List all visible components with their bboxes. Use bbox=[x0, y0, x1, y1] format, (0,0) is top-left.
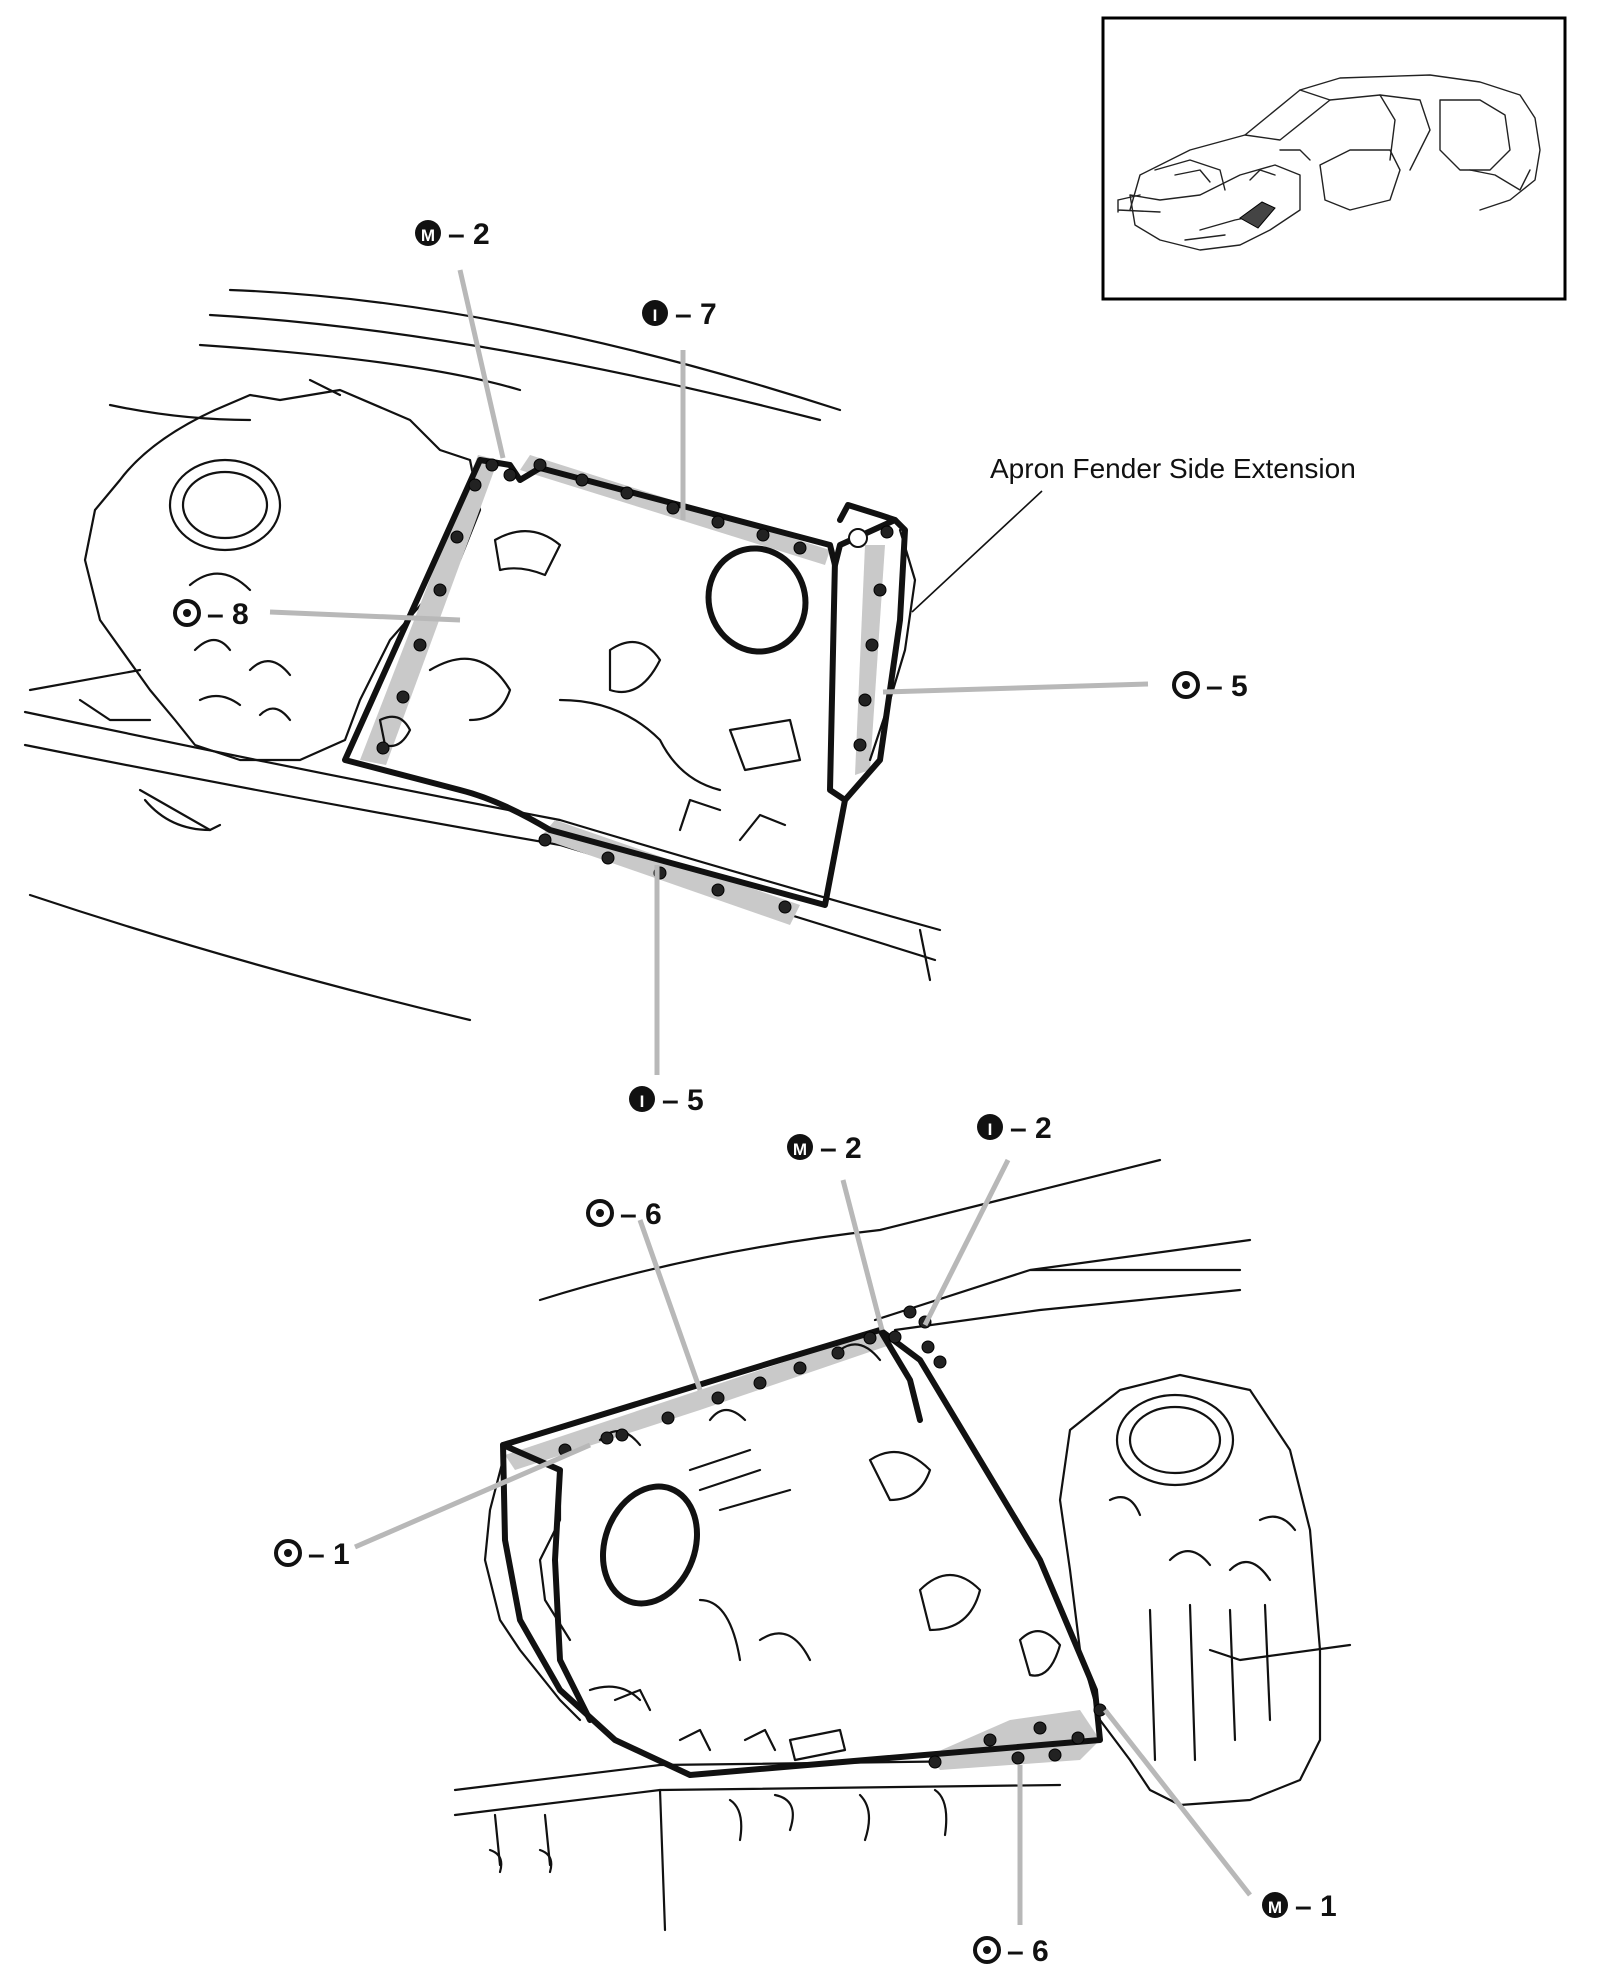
label-o8-top: – 8 bbox=[173, 598, 249, 631]
code-text: – 2 bbox=[820, 1132, 862, 1165]
overview-inset bbox=[1101, 16, 1567, 301]
label-o6-bottom-upper: – 6 bbox=[586, 1198, 662, 1231]
code-text: – 7 bbox=[675, 298, 717, 331]
code-text: – 6 bbox=[620, 1198, 662, 1231]
code-text: – 1 bbox=[308, 1538, 350, 1571]
code-text: – 2 bbox=[448, 218, 490, 251]
labels: Apron Fender Side Extension M – 2 I – 7 … bbox=[173, 218, 1356, 1968]
bottom-strut-tower bbox=[1058, 1373, 1322, 1807]
top-leaders bbox=[269, 269, 1149, 1075]
bottom-apron-panel bbox=[483, 1305, 1107, 1778]
i-symbol-letter: I bbox=[653, 306, 658, 325]
m-symbol-letter: M bbox=[1268, 1898, 1282, 1917]
top-view bbox=[23, 269, 1149, 1075]
label-i5-top: I – 5 bbox=[629, 1084, 704, 1117]
code-text: – 5 bbox=[1206, 670, 1248, 703]
top-spot-welds bbox=[376, 458, 894, 914]
i-symbol-icon bbox=[629, 1086, 655, 1112]
code-text: – 1 bbox=[1295, 1890, 1337, 1923]
label-o6-bottom-lower: – 6 bbox=[973, 1935, 1049, 1968]
m-symbol-letter: M bbox=[421, 226, 435, 245]
code-text: – 6 bbox=[1007, 1935, 1049, 1968]
top-strut-tower bbox=[78, 378, 482, 762]
apron-fender-side-extension-label: Apron Fender Side Extension bbox=[990, 453, 1356, 484]
bottom-view bbox=[354, 1158, 1352, 1932]
i-symbol-icon bbox=[642, 300, 668, 326]
label-m2-bottom: M – 2 bbox=[787, 1132, 862, 1165]
label-i2-bottom: I – 2 bbox=[977, 1112, 1052, 1145]
m-symbol-letter: M bbox=[793, 1140, 807, 1159]
label-o5-top: – 5 bbox=[1172, 670, 1248, 703]
i-symbol-icon bbox=[977, 1114, 1003, 1140]
code-text: – 5 bbox=[662, 1084, 704, 1117]
m-symbol-icon bbox=[787, 1134, 813, 1160]
i-symbol-letter: I bbox=[640, 1092, 645, 1111]
m-symbol-icon bbox=[415, 220, 441, 246]
bottom-leaders bbox=[354, 1158, 1252, 1925]
car-body-sketch bbox=[1117, 74, 1541, 251]
i-symbol-letter: I bbox=[988, 1120, 993, 1139]
top-context-lines bbox=[23, 288, 942, 1022]
label-m2-top: M – 2 bbox=[415, 218, 490, 251]
label-o1-bottom: – 1 bbox=[274, 1538, 350, 1571]
m-symbol-icon bbox=[1262, 1892, 1288, 1918]
top-apron-panel bbox=[342, 455, 917, 925]
label-m1-bottom: M – 1 bbox=[1262, 1890, 1337, 1923]
label-i7-top: I – 7 bbox=[642, 298, 717, 331]
bottom-context-lines bbox=[453, 1158, 1352, 1932]
code-text: – 2 bbox=[1010, 1112, 1052, 1145]
code-text: – 8 bbox=[207, 598, 249, 631]
